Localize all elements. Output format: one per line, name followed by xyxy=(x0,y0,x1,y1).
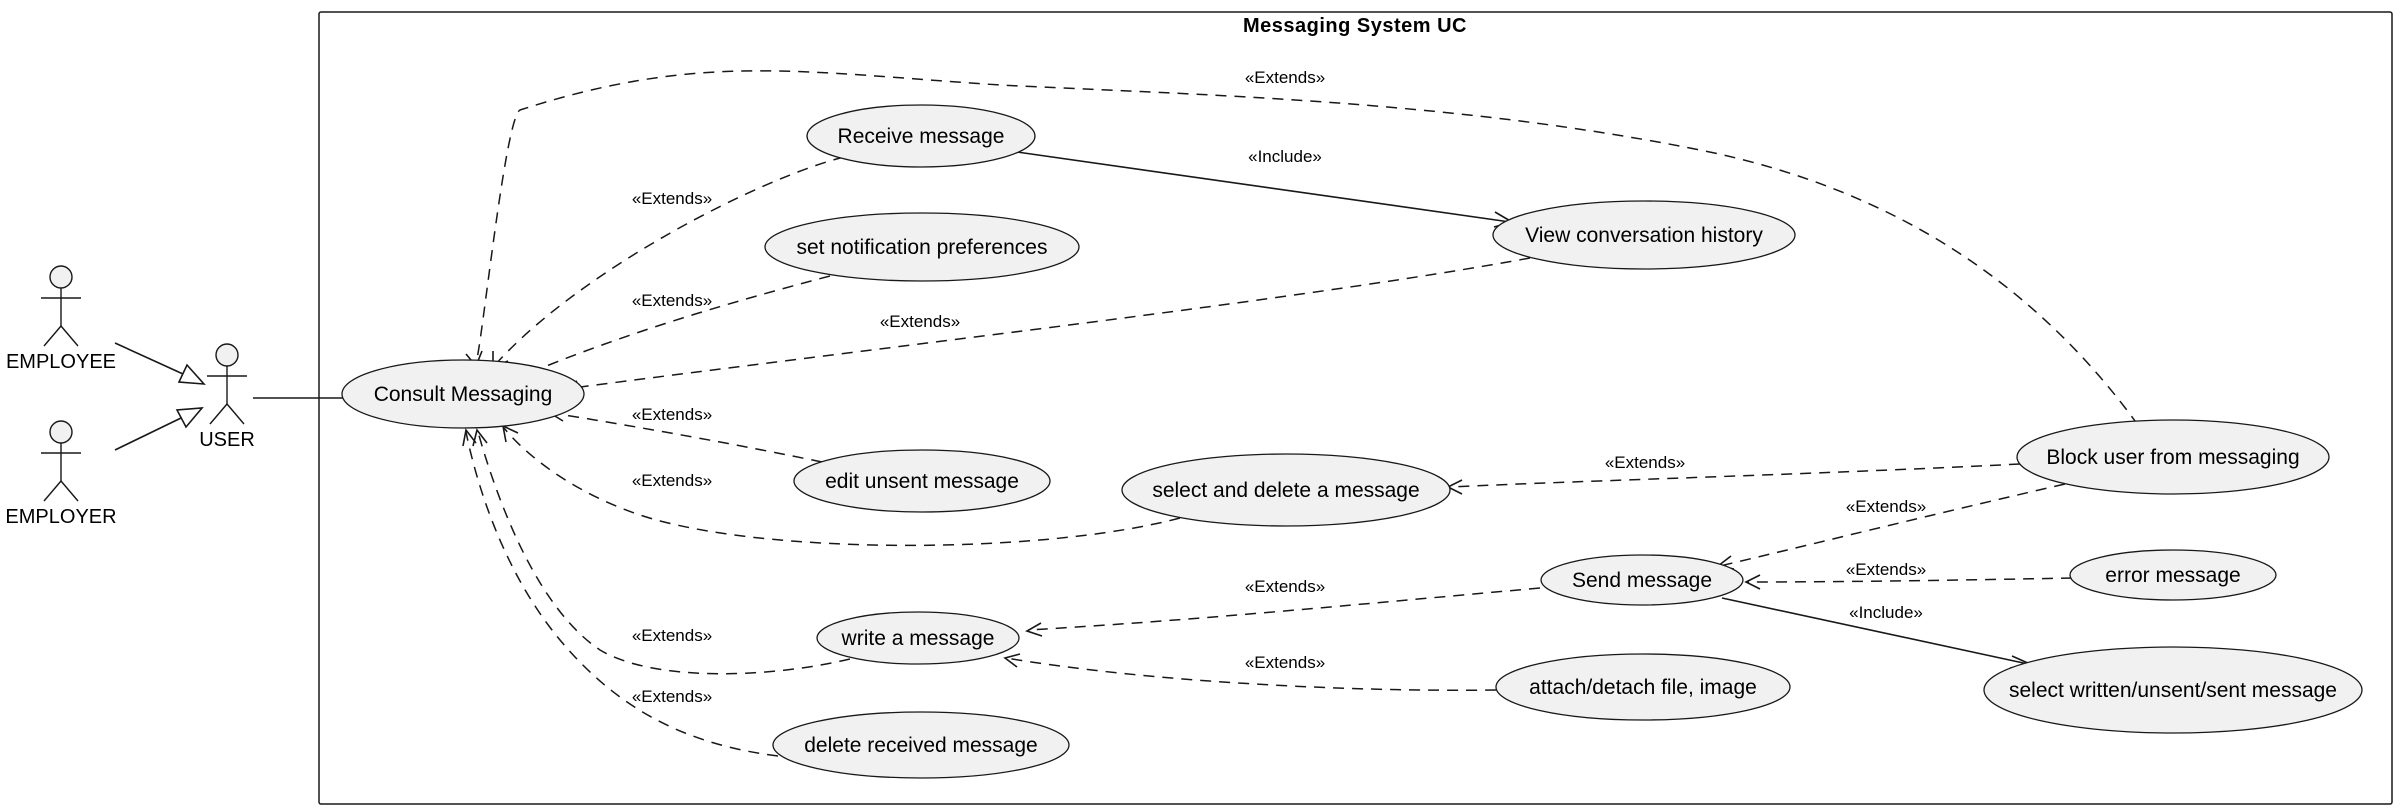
usecase-set-notification-preferences: set notification preferences xyxy=(764,212,1080,282)
relation-label-block-to-consult: «Extends» xyxy=(1245,68,1325,87)
usecase-label: error message xyxy=(2105,564,2240,587)
relation-label-block-to-send: «Extends» xyxy=(1846,497,1926,516)
system-title: Messaging System UC xyxy=(1243,15,1467,37)
usecase-label: edit unsent message xyxy=(825,470,1019,493)
relation-label-edit-to-consult: «Extends» xyxy=(632,405,712,424)
relation-label-error-to-send: «Extends» xyxy=(1846,560,1926,579)
usecase-delete-received: delete received message xyxy=(772,711,1070,779)
usecase-block-user: Block user from messaging xyxy=(2016,419,2330,495)
relation-label-select-delete-to-consult: «Extends» xyxy=(632,471,712,490)
usecase-attach-detach: attach/detach file, image xyxy=(1495,653,1791,721)
actor-user: USER xyxy=(199,343,255,451)
relation-label-block-to-select-delete: «Extends» xyxy=(1605,453,1685,472)
relation-label-delete-received-to-consult: «Extends» xyxy=(632,687,712,706)
usecase-label: Block user from messaging xyxy=(2046,446,2299,469)
relation-label-write-to-consult: «Extends» xyxy=(632,626,712,645)
generalization-employer-user xyxy=(114,407,204,451)
usecase-label: write a message xyxy=(841,627,995,650)
relation-attach-to-write: «Extends» xyxy=(1003,653,1497,691)
system-boundary xyxy=(318,11,2393,805)
relation-label-notif-to-consult: «Extends» xyxy=(632,291,712,310)
actor-label-employer: EMPLOYER xyxy=(5,506,116,528)
usecase-label: View conversation history xyxy=(1525,224,1763,247)
relation-label-attach-to-write: «Extends» xyxy=(1245,653,1325,672)
usecase-label: attach/detach file, image xyxy=(1529,676,1757,699)
relation-delete-received-to-consult: «Extends» xyxy=(462,428,779,757)
relation-label-receive-to-consult: «Extends» xyxy=(632,189,712,208)
usecase-label: set notification preferences xyxy=(797,236,1048,259)
relation-send-to-write: «Extends» xyxy=(1025,577,1541,637)
usecase-select-written: select written/unsent/sent message xyxy=(1983,646,2363,734)
usecase-label: delete received message xyxy=(804,734,1037,757)
usecase-label: Send message xyxy=(1572,569,1712,592)
usecase-edit-unsent-message: edit unsent message xyxy=(793,449,1051,513)
actor-employer: EMPLOYER xyxy=(5,420,117,528)
usecase-select-and-delete: select and delete a message xyxy=(1121,453,1451,527)
usecase-label: Receive message xyxy=(838,125,1005,148)
usecase-write-message: write a message xyxy=(816,611,1020,665)
actor-label-user: USER xyxy=(199,429,255,451)
actor-label-employee: EMPLOYEE xyxy=(6,351,116,373)
usecase-label: select written/unsent/sent message xyxy=(2009,679,2337,702)
usecase-consult-messaging: Consult Messaging xyxy=(341,359,585,429)
relation-label-send-to-select-written: «Include» xyxy=(1849,603,1923,622)
generalization-employee-user xyxy=(114,342,206,385)
usecase-error-message: error message xyxy=(2069,549,2277,601)
usecase-send-message: Send message xyxy=(1540,554,1744,606)
usecase-label: select and delete a message xyxy=(1152,479,1419,502)
actor-employee: EMPLOYEE xyxy=(6,265,116,373)
usecase-receive-message: Receive message xyxy=(806,104,1036,168)
relation-label-send-to-write: «Extends» xyxy=(1245,577,1325,596)
relation-block-to-select-delete: «Extends» xyxy=(1446,453,2021,495)
usecase-view-conversation-history: View conversation history xyxy=(1492,200,1796,270)
usecase-label: Consult Messaging xyxy=(374,383,553,406)
relation-label-view-to-consult: «Extends» xyxy=(880,312,960,331)
relation-error-to-send: «Extends» xyxy=(1744,560,2073,590)
relation-label-receive-to-view: «Include» xyxy=(1248,147,1322,166)
